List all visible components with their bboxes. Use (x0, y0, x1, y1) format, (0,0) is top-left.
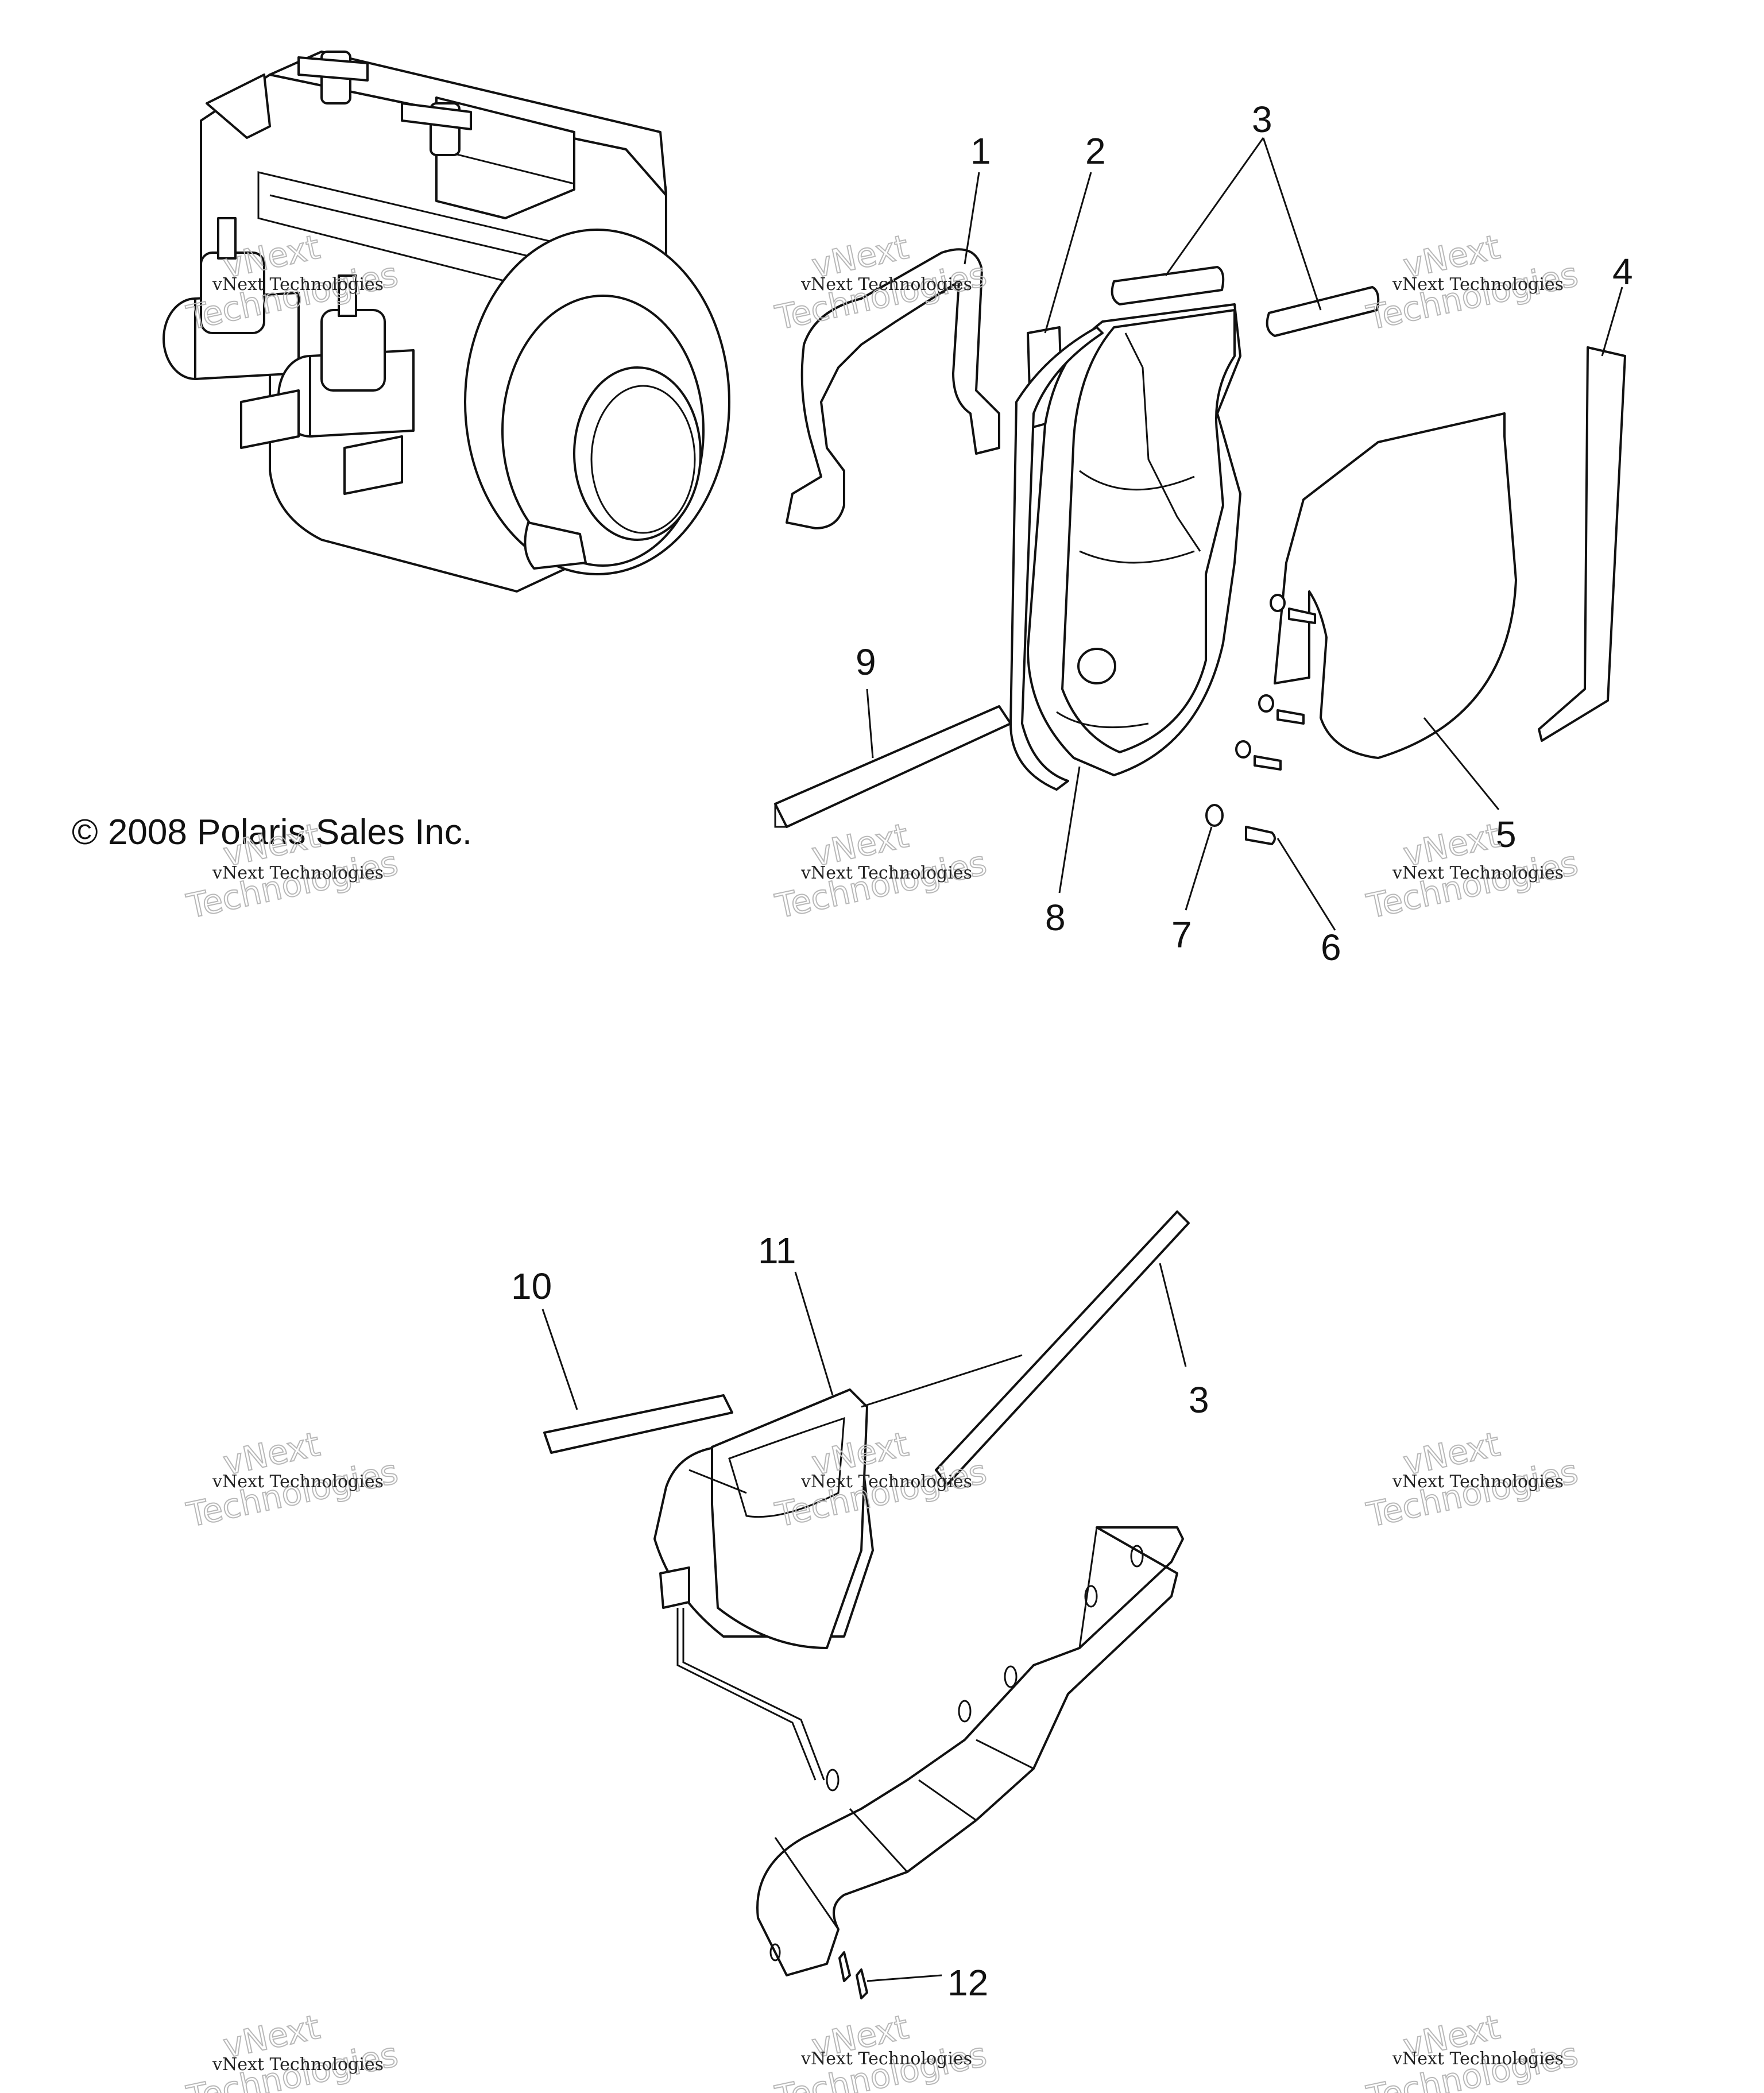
watermark-7-label: vNext Technologies (212, 1472, 384, 1492)
part-3-strip-a (1111, 266, 1225, 305)
watermark-11: vNext Technologies (771, 2007, 991, 2093)
callout-2: 2 (1085, 130, 1106, 172)
part-4-panel (1538, 346, 1626, 742)
watermark-1-label: vNext Technologies (212, 274, 384, 295)
watermark-8-label: vNext Technologies (800, 1472, 972, 1492)
callout-8: 8 (1045, 897, 1066, 938)
watermark-2-label: vNext Technologies (800, 274, 972, 295)
watermark-12: vNext Technologies (1363, 2007, 1582, 2093)
callout-5: 5 (1496, 814, 1517, 855)
part-3-long-strip (935, 1210, 1190, 1485)
part-11-intake-boot (653, 1354, 1023, 1649)
part-1-gasket (786, 248, 1000, 529)
part-6-bolt (1245, 826, 1276, 845)
watermark-9-label: vNext Technologies (1392, 1472, 1564, 1492)
watermark-12-label: vNext Technologies (1392, 2049, 1564, 2069)
watermark-6-label: vNext Technologies (1392, 863, 1564, 883)
callout-12: 12 (947, 1962, 988, 2003)
engine-illustration (163, 51, 730, 593)
callout-3-top: 3 (1252, 99, 1272, 140)
part-3-strip-b (1266, 286, 1380, 337)
part-8-duct-housing (1009, 303, 1241, 791)
part-12-screws (838, 1951, 868, 1999)
watermark-3-label: vNext Technologies (1392, 274, 1564, 295)
callout-11: 11 (758, 1230, 796, 1271)
watermark-5-label: vNext Technologies (800, 863, 972, 883)
floor-duct (676, 1526, 1184, 1976)
watermark-10-label: vNext Technologies (212, 2055, 384, 2075)
leader-lines (541, 137, 1623, 1982)
callout-6: 6 (1321, 927, 1341, 968)
part-9-foam-strip (774, 705, 1012, 828)
callout-3-bottom: 3 (1189, 1379, 1209, 1421)
callout-4: 4 (1612, 251, 1633, 292)
watermark-11-label: vNext Technologies (800, 2049, 972, 2069)
callout-10: 10 (511, 1266, 552, 1307)
part-5-insulation (1274, 412, 1517, 759)
part-7-washer (1205, 804, 1224, 827)
bolts-and-washers (1205, 594, 1316, 845)
callout-7: 7 (1171, 914, 1192, 955)
callout-1: 1 (970, 130, 991, 172)
copyright-notice: © 2008 Polaris Sales Inc. (72, 813, 472, 852)
watermark-4-label: vNext Technologies (212, 863, 384, 883)
watermark-10: vNext Technologies (183, 2007, 402, 2093)
part-10-foam-strip (543, 1394, 733, 1454)
callout-9: 9 (856, 641, 876, 683)
